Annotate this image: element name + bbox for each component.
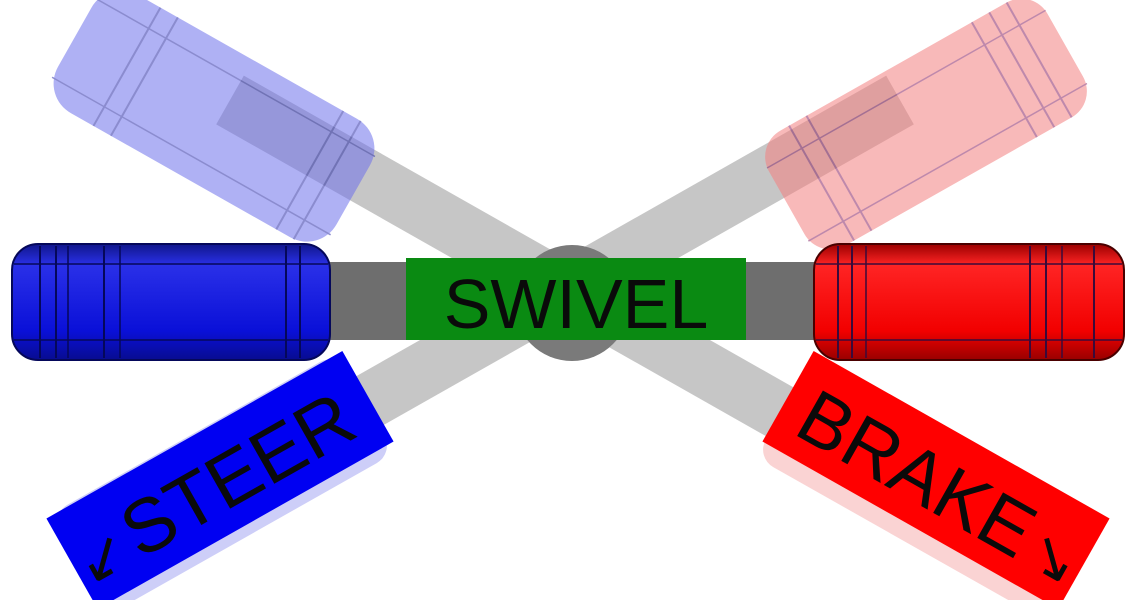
pedal-upper-right-ghost — [765, 0, 1088, 250]
pedal-right-brake — [813, 243, 1125, 361]
pedal-left-steer — [11, 243, 331, 361]
swivel-label: SWIVEL — [444, 265, 709, 343]
swivel-label-plate: SWIVEL — [406, 258, 746, 343]
pedal-upper-left-ghost — [51, 0, 376, 242]
